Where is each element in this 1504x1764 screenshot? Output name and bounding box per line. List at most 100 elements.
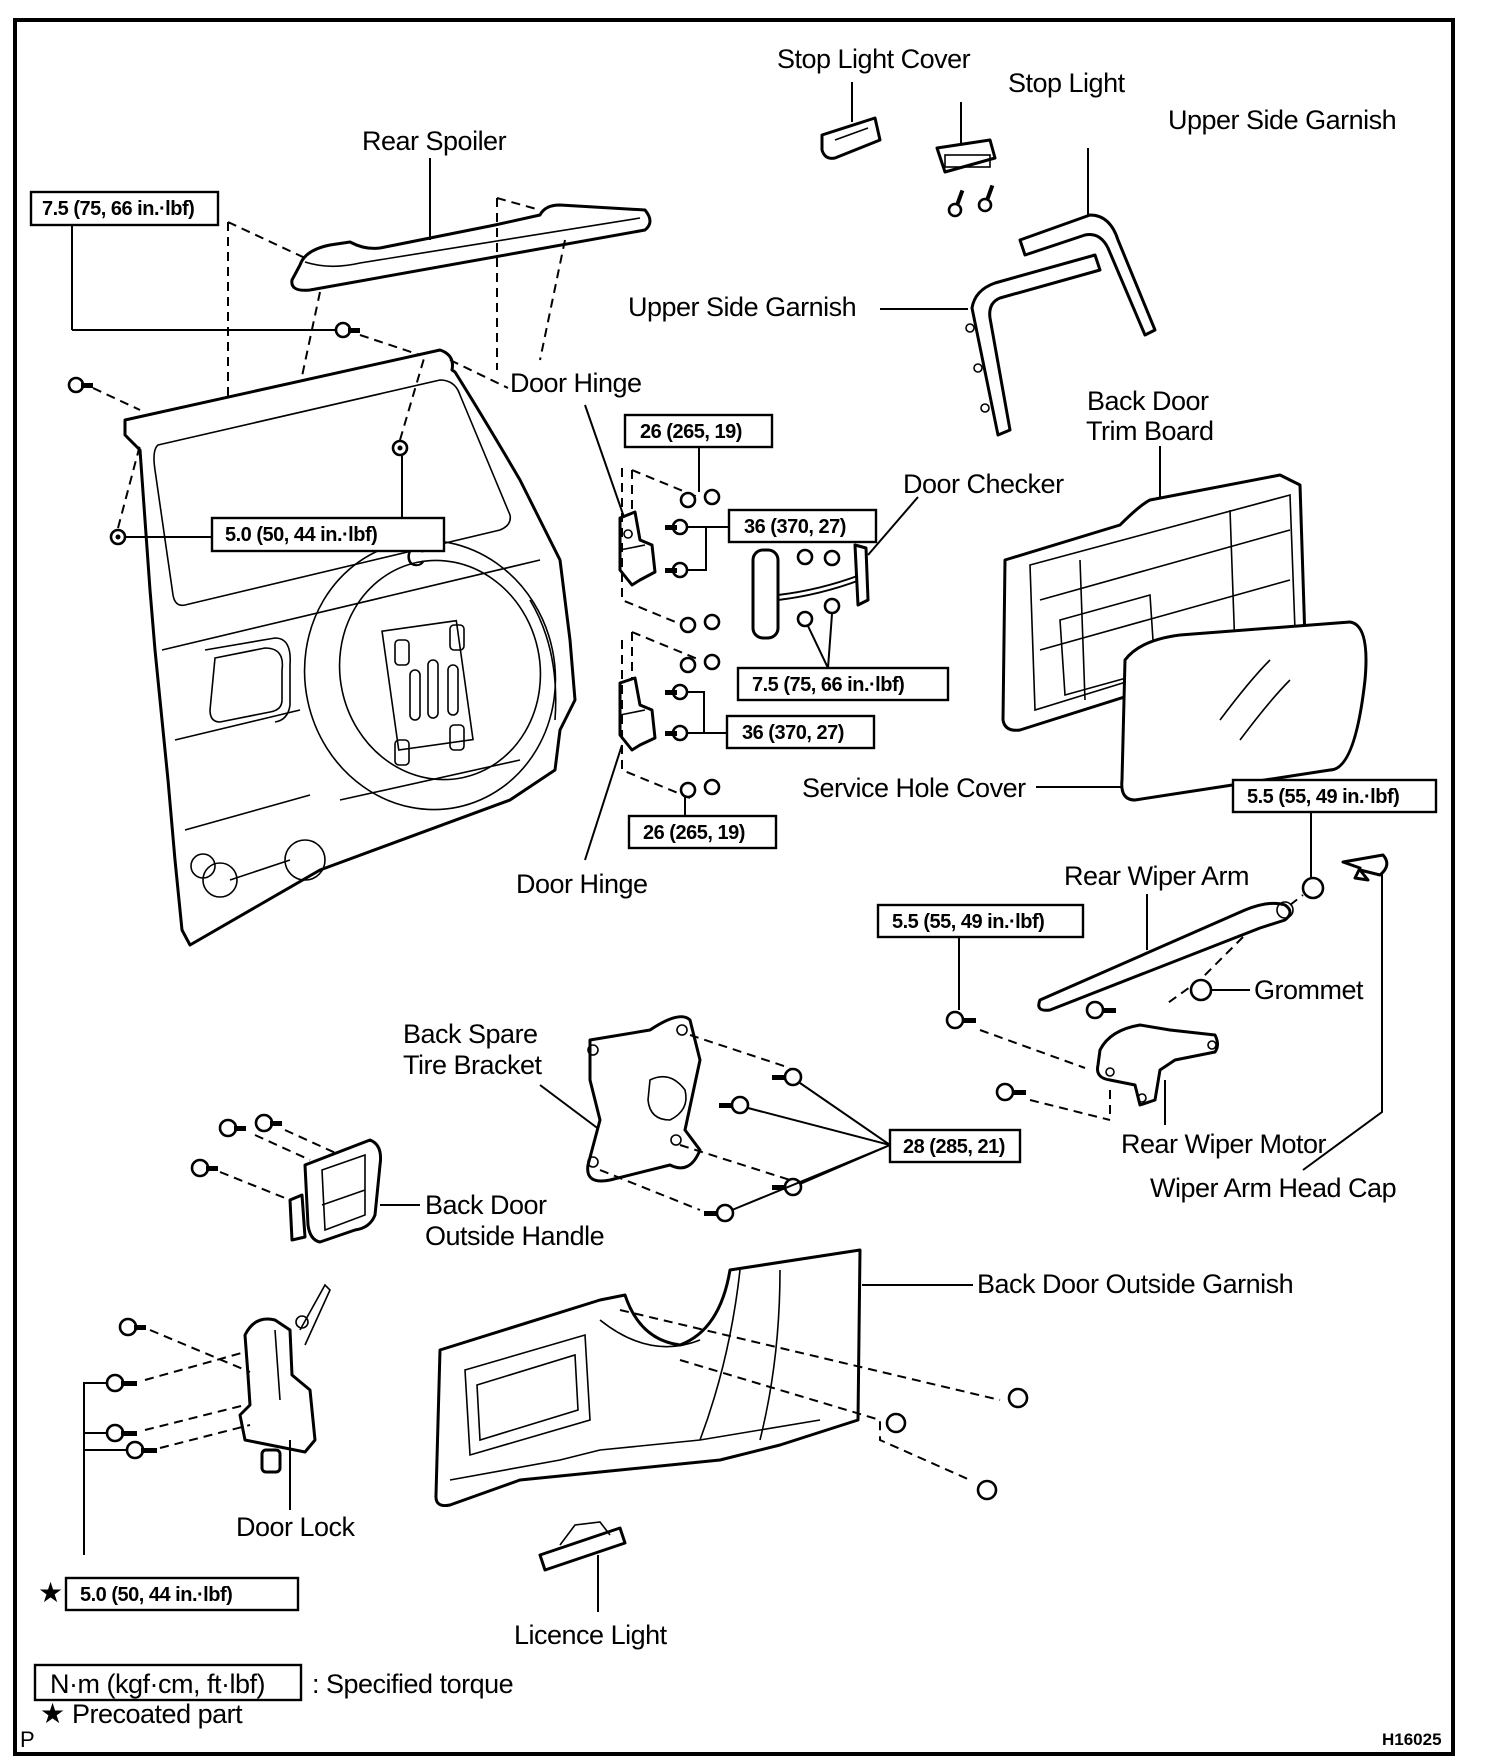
torque-box-wiper-motor-bolts xyxy=(876,903,1085,939)
torque-box-glass-nuts xyxy=(210,516,446,553)
licence-light xyxy=(538,1521,627,1572)
torque-box-door-lock-screws xyxy=(64,1576,300,1612)
door-lock-screw-icon xyxy=(118,1317,146,1337)
bracket-bolt-icon xyxy=(719,1095,750,1115)
hinge-bolt-icon xyxy=(679,488,721,509)
back-spare-tire-bracket xyxy=(586,1015,702,1183)
rear-wiper-arm xyxy=(1037,901,1294,1012)
torque-spoiler-bolts: 7.5 (75, 66 in.·lbf) xyxy=(42,198,194,220)
legend-precoated-desc: Precoated part xyxy=(72,1699,243,1729)
hinge-bolt-icon xyxy=(665,683,689,701)
spoiler-bolt-icon xyxy=(334,321,360,339)
bracket-bolt-icon xyxy=(704,1203,735,1223)
torque-spoiler-leader xyxy=(71,225,340,331)
torque-box-spoiler-bolts xyxy=(29,190,220,227)
door-checker xyxy=(751,543,870,640)
wiper-arm-head-cap xyxy=(1341,853,1389,882)
hinge-bolt-icon xyxy=(679,778,721,799)
door-hinge-lower xyxy=(618,676,657,752)
torque-hinge-upper-body: 26 (265, 19) xyxy=(640,421,742,443)
torque-box-wiper-arm-nut xyxy=(1231,778,1438,814)
wiper-arm-head-cap-label: Wiper Arm Head Cap xyxy=(1150,1173,1396,1203)
stop-light-cover-label: Stop Light Cover xyxy=(777,44,971,74)
back-door-outside-handle-label-line1: Back Door xyxy=(425,1190,547,1220)
hinge-bolt-icon xyxy=(679,613,721,634)
wiper-motor-bolt-icon xyxy=(945,1010,976,1030)
stop-light-label: Stop Light xyxy=(1008,68,1126,98)
stop-light xyxy=(935,138,997,174)
door-lock-screw-icon xyxy=(105,1423,137,1443)
garnish-clip-icon xyxy=(976,1479,998,1501)
grommet-label: Grommet xyxy=(1254,975,1364,1005)
torque-hinge-lower-door: 36 (370, 27) xyxy=(742,722,844,744)
licence-light-label: Licence Light xyxy=(514,1620,668,1650)
bracket-bolt-icon xyxy=(772,1067,803,1087)
back-door-outside-handle xyxy=(288,1138,382,1244)
hinge-bolt-icon xyxy=(665,561,689,579)
checker-bolt-icon xyxy=(823,549,841,567)
service-hole-cover-label: Service Hole Cover xyxy=(802,773,1026,803)
hinge-bolt-icon xyxy=(665,518,689,536)
diagram-frame xyxy=(13,18,1455,1756)
torque-hinge-upper-door: 36 (370, 27) xyxy=(744,516,846,538)
torque-box-hinge-upper-door xyxy=(727,508,878,544)
back-spare-tire-bracket-label-line2: Tire Bracket xyxy=(403,1050,543,1080)
wiper-motor-bolt-icon xyxy=(1085,1000,1116,1020)
upper-side-garnish-left-label: Upper Side Garnish xyxy=(628,292,856,322)
torque-door-lock-screws: 5.0 (50, 44 in.·lbf) xyxy=(80,1584,232,1606)
legend-torque-unit: N·m (kgf·cm, ft·lbf) xyxy=(50,1669,265,1699)
grommet-icon xyxy=(1189,978,1213,1002)
back-door-outside-garnish xyxy=(434,1248,862,1507)
door-hinge-lower-label: Door Hinge xyxy=(516,869,648,899)
torque-wiper-motor-bolts: 5.5 (55, 49 in.·lbf) xyxy=(892,911,1044,933)
back-spare-tire-bracket-label-line1: Back Spare xyxy=(403,1019,538,1049)
garnish-clip-icon xyxy=(885,1412,907,1434)
stop-light-screw-icon xyxy=(977,184,995,213)
legend-precoated-star-icon: ★ xyxy=(40,1697,65,1730)
service-hole-cover xyxy=(1120,620,1368,802)
checker-bolt-icon xyxy=(823,597,841,615)
spoiler-bolt-icon xyxy=(67,376,93,394)
upper-side-garnish-right-label: Upper Side Garnish xyxy=(1168,105,1396,135)
back-door-trim-board-label-line1: Back Door xyxy=(1087,386,1209,416)
checker-nut-icon xyxy=(796,548,814,566)
figure-code: H16025 xyxy=(1382,1730,1442,1749)
handle-bolt-icon xyxy=(218,1118,246,1138)
rear-wiper-motor-label: Rear Wiper Motor xyxy=(1121,1129,1327,1159)
torque-hinge-lower-body: 26 (265, 19) xyxy=(643,822,745,844)
wiper-motor-bolt-icon xyxy=(995,1082,1026,1102)
back-door-panel xyxy=(123,348,577,947)
torque-box-door-checker xyxy=(736,666,950,702)
rear-spoiler xyxy=(290,203,652,292)
door-lock xyxy=(238,1283,331,1474)
garnish-clip-icon xyxy=(1007,1387,1029,1409)
door-lock-label: Door Lock xyxy=(236,1512,356,1542)
door-hinge-upper-leader xyxy=(584,404,626,521)
torque-box-hinge-lower-body xyxy=(627,814,778,850)
torque-door-checker: 7.5 (75, 66 in.·lbf) xyxy=(752,674,904,696)
precoated-star-icon: ★ xyxy=(38,1576,63,1609)
rear-spoiler-label: Rear Spoiler xyxy=(362,126,507,156)
door-checker-leader xyxy=(867,496,919,556)
handle-bolt-icon xyxy=(190,1158,218,1178)
door-hinge-upper xyxy=(618,510,657,587)
rear-wiper-motor xyxy=(1096,1023,1219,1107)
torque-wiper-arm-nut: 5.5 (55, 49 in.·lbf) xyxy=(1247,786,1399,808)
torque-box-spare-tire-bracket xyxy=(888,1128,1022,1164)
stop-light-cover xyxy=(820,116,882,160)
back-door-outside-garnish-label: Back Door Outside Garnish xyxy=(977,1269,1293,1299)
legend-torque-unit-box xyxy=(33,1663,303,1702)
corner-mark: P xyxy=(20,1727,35,1752)
hinge-bolt-icon xyxy=(679,653,721,674)
back-door-trim-board-label-line2: Trim Board xyxy=(1086,416,1214,446)
wiper-arm-nut-icon xyxy=(1301,876,1325,900)
upper-side-garnish-right xyxy=(1018,213,1157,337)
torque-glass-nuts-leader xyxy=(126,456,403,538)
back-door-outside-handle-label-line2: Outside Handle xyxy=(425,1221,604,1251)
torque-glass-nuts: 5.0 (50, 44 in.·lbf) xyxy=(225,524,377,546)
door-lock-screw-icon xyxy=(105,1373,137,1393)
handle-bolt-icon xyxy=(254,1113,282,1133)
door-lock-screw-icon xyxy=(125,1440,157,1460)
legend-torque-desc: : Specified torque xyxy=(312,1669,513,1699)
